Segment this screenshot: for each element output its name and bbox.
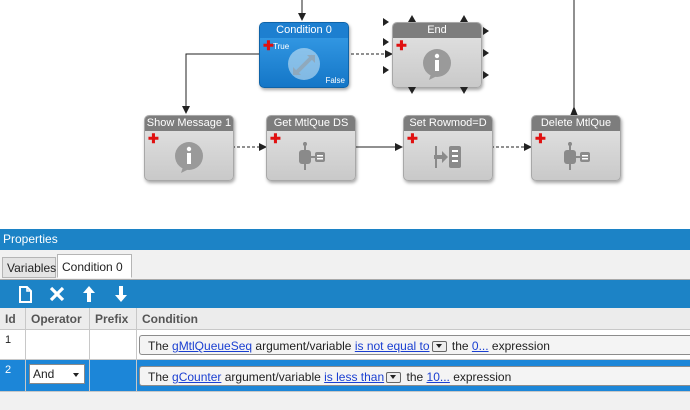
condition-text: the bbox=[448, 339, 472, 353]
show-message-node[interactable]: Show Message 1 ✚ bbox=[144, 115, 234, 181]
variable-link[interactable]: gCounter bbox=[172, 370, 222, 384]
delete-node-title: Delete MtlQue bbox=[532, 116, 620, 131]
column-header-condition[interactable]: Condition bbox=[137, 308, 690, 330]
info-bubble-icon bbox=[175, 142, 203, 173]
end-node[interactable]: End ✚ bbox=[392, 22, 482, 88]
condition-text: The bbox=[148, 370, 173, 384]
add-plus-icon[interactable]: ✚ bbox=[263, 38, 274, 53]
condition-text: argument/variable bbox=[252, 339, 355, 353]
condition-node[interactable]: Condition 0 ✚ True False bbox=[259, 22, 349, 88]
show-message-node-title: Show Message 1 bbox=[145, 116, 233, 131]
row-operator-cell: And bbox=[26, 360, 90, 392]
comparison-dropdown-icon[interactable] bbox=[386, 372, 402, 384]
add-plus-icon[interactable]: ✚ bbox=[270, 131, 281, 146]
comparison-link[interactable]: is not equal to bbox=[354, 339, 430, 353]
add-plus-icon[interactable]: ✚ bbox=[407, 131, 418, 146]
operator-select-value: And bbox=[33, 367, 55, 381]
value-link[interactable]: 0... bbox=[471, 339, 489, 353]
properties-tabs: Variables Condition 0 bbox=[0, 250, 690, 278]
row-condition: The gMtlQueueSeq argument/variable is no… bbox=[137, 330, 690, 360]
info-bubble-icon bbox=[423, 49, 451, 80]
properties-title: Properties bbox=[0, 229, 690, 250]
condition-sentence: The gMtlQueueSeq argument/variable is no… bbox=[139, 335, 690, 355]
connector-condition-showmessage bbox=[182, 53, 259, 114]
move-down-icon[interactable] bbox=[109, 282, 133, 306]
tab-variables[interactable]: Variables bbox=[2, 257, 56, 278]
row-prefix[interactable] bbox=[90, 330, 137, 360]
conditions-toolbar bbox=[0, 279, 690, 308]
condition-text: The bbox=[148, 339, 173, 353]
column-header-id[interactable]: Id bbox=[0, 308, 26, 330]
row-prefix[interactable] bbox=[90, 360, 137, 392]
tab-condition-0[interactable]: Condition 0 bbox=[57, 254, 132, 278]
condition-node-title: Condition 0 bbox=[260, 23, 348, 38]
set-rowmod-node[interactable]: Set Rowmod=D ✚ bbox=[403, 115, 493, 181]
new-document-icon[interactable] bbox=[13, 282, 37, 306]
value-link[interactable]: 10... bbox=[426, 370, 450, 384]
delete-x-icon[interactable] bbox=[45, 282, 69, 306]
row-condition: The gCounter argument/variable is less t… bbox=[137, 360, 690, 392]
row-operator[interactable] bbox=[26, 330, 90, 360]
set-field-icon bbox=[434, 146, 461, 168]
get-ds-node[interactable]: Get MtlQue DS ✚ bbox=[266, 115, 356, 181]
add-plus-icon[interactable]: ✚ bbox=[535, 131, 546, 146]
set-rowmod-node-title: Set Rowmod=D bbox=[404, 116, 492, 131]
row-id: 2 bbox=[0, 360, 26, 392]
column-header-operator[interactable]: Operator bbox=[26, 308, 90, 330]
get-ds-node-title: Get MtlQue DS bbox=[267, 116, 355, 131]
chevron-down-icon bbox=[73, 373, 79, 377]
service-call-icon bbox=[564, 142, 590, 170]
column-header-prefix[interactable]: Prefix bbox=[90, 308, 137, 330]
properties-panel: Properties Variables Condition 0 Id Oper… bbox=[0, 229, 690, 410]
true-label: True bbox=[273, 42, 290, 51]
add-plus-icon[interactable]: ✚ bbox=[148, 131, 159, 146]
condition-text: expression bbox=[449, 370, 512, 384]
workflow-canvas[interactable]: Condition 0 ✚ True False End ✚ bbox=[0, 0, 690, 228]
condition-text: argument/variable bbox=[221, 370, 325, 384]
variable-link[interactable]: gMtlQueueSeq bbox=[172, 339, 253, 353]
condition-text: the bbox=[403, 370, 427, 384]
connector-lines bbox=[182, 0, 578, 151]
comparison-link[interactable]: is less than bbox=[324, 370, 385, 384]
service-call-icon bbox=[299, 142, 325, 170]
condition-sentence: The gCounter argument/variable is less t… bbox=[139, 366, 690, 386]
false-label: False bbox=[325, 76, 345, 85]
row-id: 1 bbox=[0, 330, 26, 360]
end-node-title: End bbox=[393, 23, 481, 38]
delete-node[interactable]: Delete MtlQue ✚ bbox=[531, 115, 621, 181]
comparison-dropdown-icon[interactable] bbox=[431, 341, 447, 353]
operator-select[interactable]: And bbox=[29, 364, 85, 384]
add-plus-icon[interactable]: ✚ bbox=[396, 38, 407, 53]
move-up-icon[interactable] bbox=[77, 282, 101, 306]
condition-diamond-icon bbox=[288, 48, 320, 80]
condition-text: expression bbox=[488, 339, 550, 353]
